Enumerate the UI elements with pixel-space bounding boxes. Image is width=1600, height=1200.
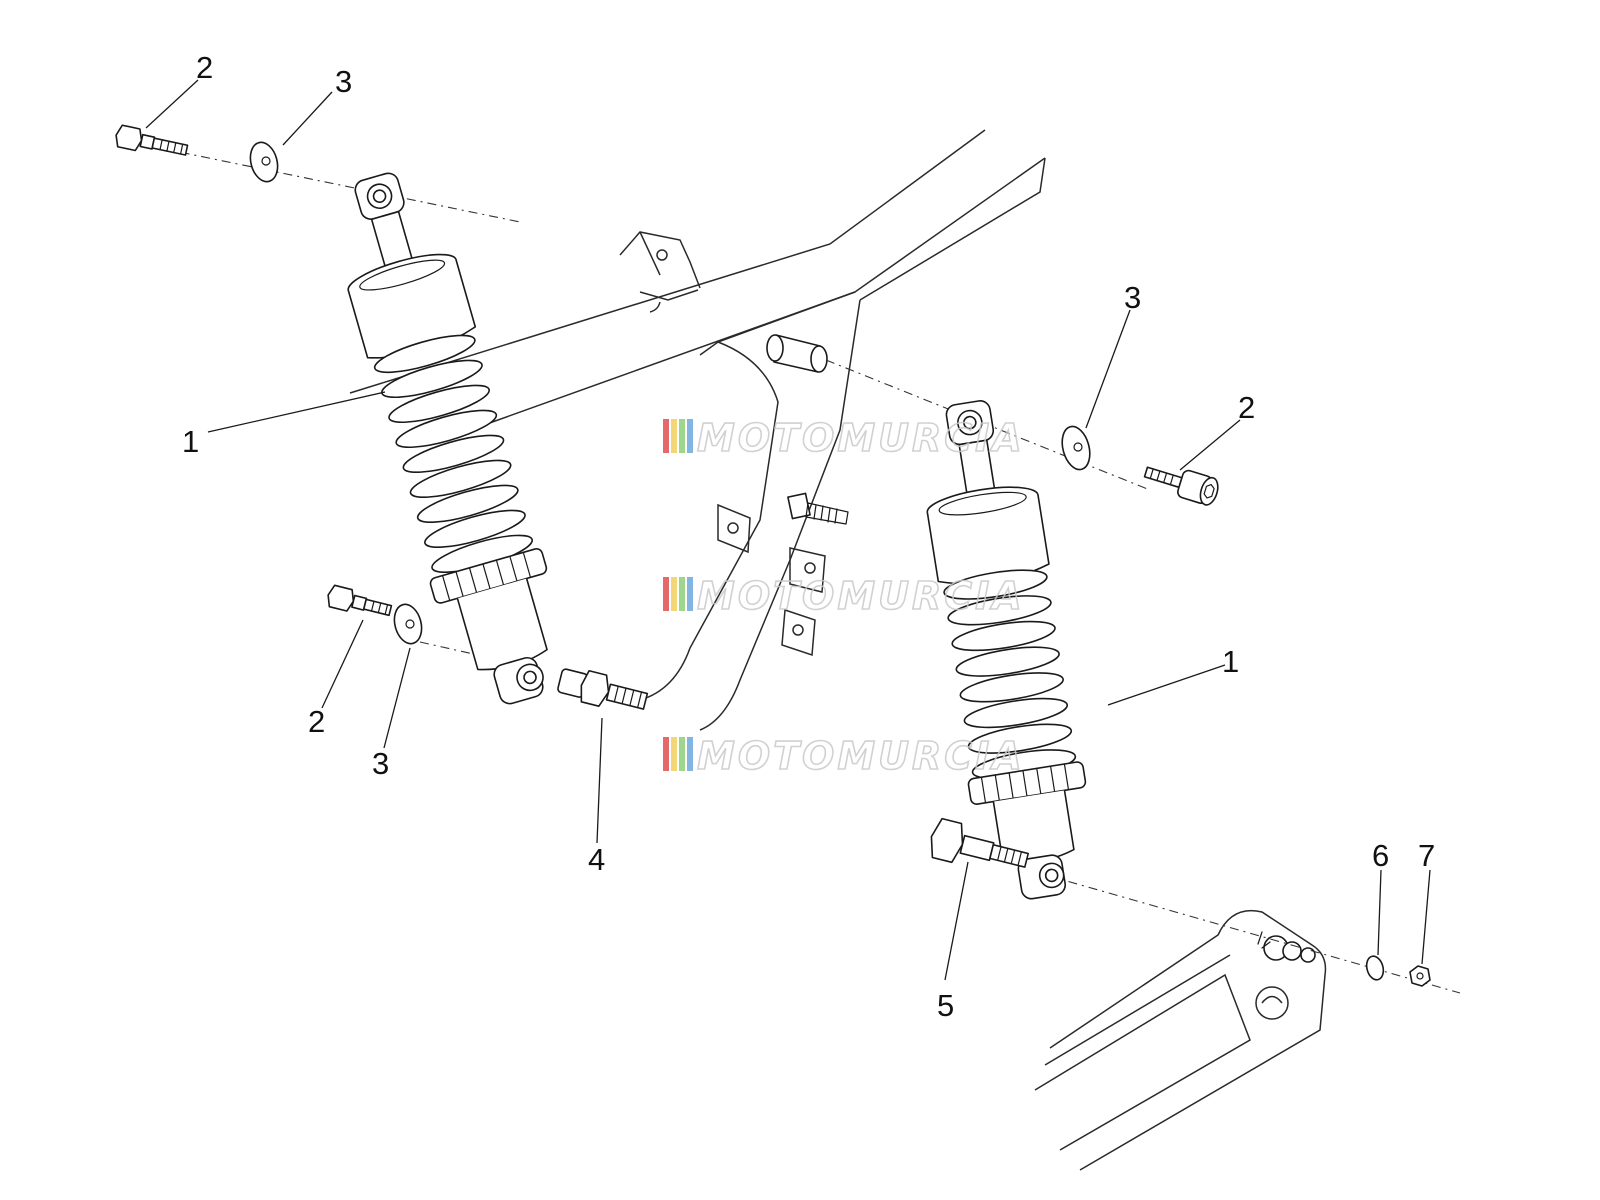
svg-text:MOTOMURCIA: MOTOMURCIA [697, 416, 1025, 460]
right-shock-absorber [926, 400, 1087, 900]
callout-4: 4 [588, 842, 605, 877]
left-shock-absorber [347, 172, 548, 705]
callout-2-top-left: 2 [196, 50, 213, 85]
frame-outline [349, 129, 1046, 731]
svg-text:MOTOMURCIA: MOTOMURCIA [697, 734, 1025, 778]
callout-3-right: 3 [1124, 280, 1141, 315]
callout-3-top-left: 3 [335, 64, 352, 99]
callout-numbers: 2 3 1 3 2 1 2 3 4 5 6 7 [182, 50, 1435, 1023]
callout-1-left: 1 [182, 424, 199, 459]
bolt-right [1143, 466, 1219, 506]
svg-text:MOTOMURCIA: MOTOMURCIA [697, 574, 1025, 618]
right-spring-coils [943, 569, 1077, 780]
washer-lower-left [393, 603, 423, 645]
swingarm-outline [1034, 910, 1327, 1171]
washer-small [1365, 955, 1385, 981]
callout-leaders [145, 79, 1431, 981]
left-spring-coils [373, 334, 533, 574]
callout-6: 6 [1372, 838, 1389, 873]
assembly-axis-lines [159, 147, 1461, 994]
callout-2-lower-left: 2 [308, 704, 325, 739]
washer-top-left [249, 141, 279, 183]
washer-right [1061, 425, 1091, 471]
stud-bolt [557, 668, 649, 710]
watermark-logo-bottom: MOTOMURCIA [663, 733, 1025, 779]
watermark-logo-middle: MOTOMURCIA [663, 573, 1025, 619]
bolt-lower-right [930, 817, 1029, 868]
callout-1-right: 1 [1222, 644, 1239, 679]
watermark-logo-top: MOTOMURCIA [663, 415, 1025, 461]
bolt-lower-left [327, 584, 393, 617]
callout-3-lower-left: 3 [372, 746, 389, 781]
callout-5: 5 [937, 988, 954, 1023]
callout-2-right: 2 [1238, 390, 1255, 425]
callout-7: 7 [1418, 838, 1435, 873]
nut [1409, 965, 1431, 987]
bolt-top-left [115, 124, 189, 156]
